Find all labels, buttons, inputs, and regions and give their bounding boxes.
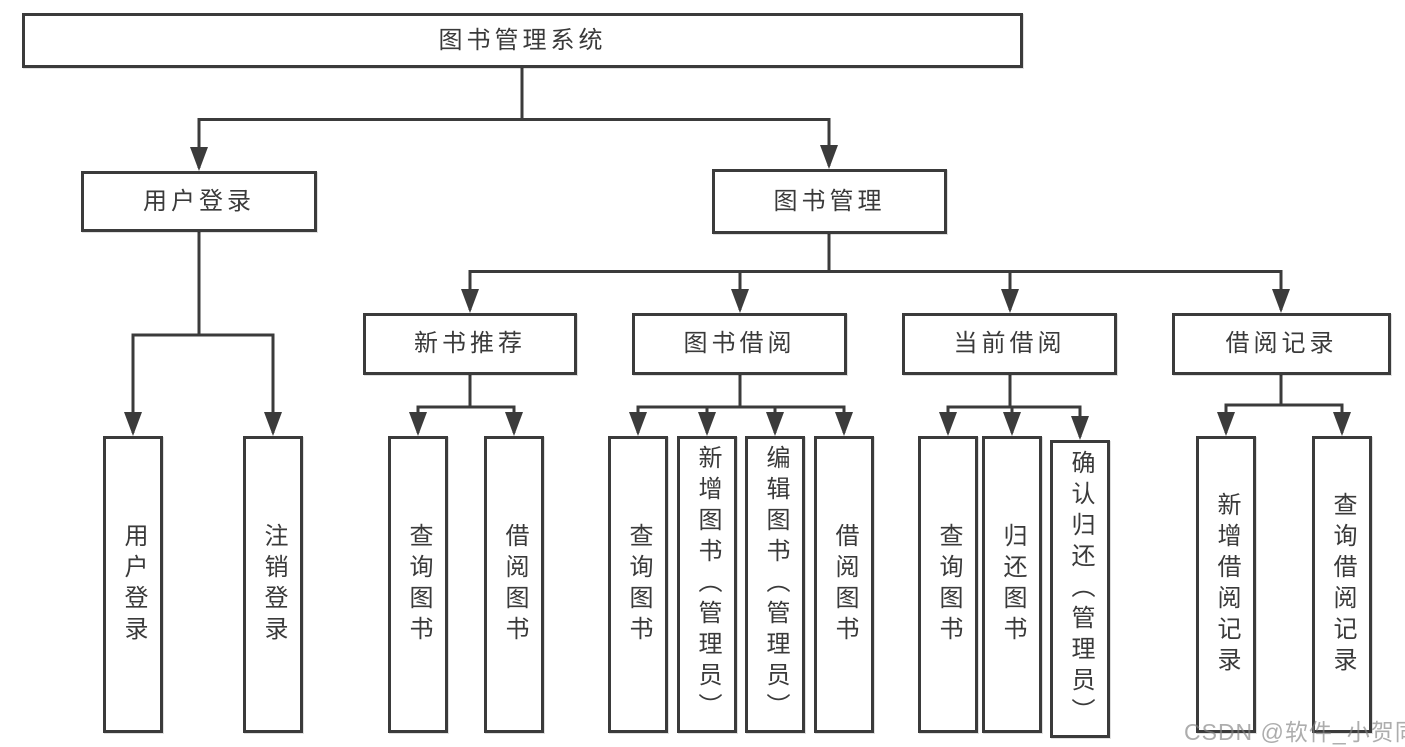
leaf-borrow-add-books-admin: 新增图书（管理员） [677, 436, 737, 733]
node-book-management: 图书管理 [712, 169, 947, 234]
node-new-book-recommend: 新书推荐 [363, 313, 577, 375]
node-borrow-record: 借阅记录 [1172, 313, 1391, 375]
leaf-borrow-borrow-books-label: 借阅图书 [831, 522, 858, 647]
node-book-borrow-label: 图书借阅 [683, 330, 796, 357]
leaf-newbook-borrow: 借阅图书 [484, 436, 544, 733]
leaf-current-confirm-return-admin-label: 确认归还（管理员） [1067, 449, 1094, 729]
leaf-current-query-books-label: 查询图书 [935, 522, 962, 647]
leaf-current-return-books: 归还图书 [982, 436, 1042, 733]
leaf-newbook-borrow-label: 借阅图书 [501, 522, 528, 647]
node-book-management-label: 图书管理 [773, 187, 886, 215]
leaf-borrow-edit-books-admin-label: 编辑图书（管理员） [762, 445, 789, 724]
leaf-borrow-edit-books-admin: 编辑图书（管理员） [745, 436, 805, 733]
leaf-current-confirm-return-admin: 确认归还（管理员） [1050, 440, 1110, 738]
node-new-book-recommend-label: 新书推荐 [414, 330, 526, 357]
node-root-label: 图书管理系统 [438, 26, 607, 54]
leaf-borrow-query-books-label: 查询图书 [625, 522, 652, 647]
leaf-current-query-books: 查询图书 [918, 436, 978, 733]
leaf-user-login-label: 用户登录 [120, 522, 147, 647]
leaf-user-logout-label: 注销登录 [260, 522, 287, 647]
watermark: CSDN @软件_小贺同学 [1184, 719, 1405, 745]
leaf-current-return-books-label: 归还图书 [999, 522, 1026, 647]
leaf-newbook-query: 查询图书 [388, 436, 448, 733]
node-current-borrow: 当前借阅 [902, 313, 1117, 375]
node-borrow-record-label: 借阅记录 [1225, 330, 1338, 357]
node-current-borrow-label: 当前借阅 [953, 330, 1066, 357]
node-user-login: 用户登录 [81, 171, 317, 232]
leaf-record-query: 查询借阅记录 [1312, 436, 1372, 733]
leaf-borrow-query-books: 查询图书 [608, 436, 668, 733]
leaf-user-logout: 注销登录 [243, 436, 303, 733]
node-root: 图书管理系统 [22, 13, 1023, 68]
node-book-borrow: 图书借阅 [632, 313, 847, 375]
leaf-newbook-query-label: 查询图书 [405, 522, 432, 647]
node-user-login-label: 用户登录 [143, 187, 255, 215]
leaf-record-query-label: 查询借阅记录 [1329, 491, 1356, 678]
leaf-borrow-borrow-books: 借阅图书 [814, 436, 874, 733]
leaf-record-add: 新增借阅记录 [1196, 436, 1256, 733]
leaf-user-login: 用户登录 [103, 436, 163, 733]
leaf-borrow-add-books-admin-label: 新增图书（管理员） [694, 445, 721, 724]
leaf-record-add-label: 新增借阅记录 [1213, 491, 1240, 678]
